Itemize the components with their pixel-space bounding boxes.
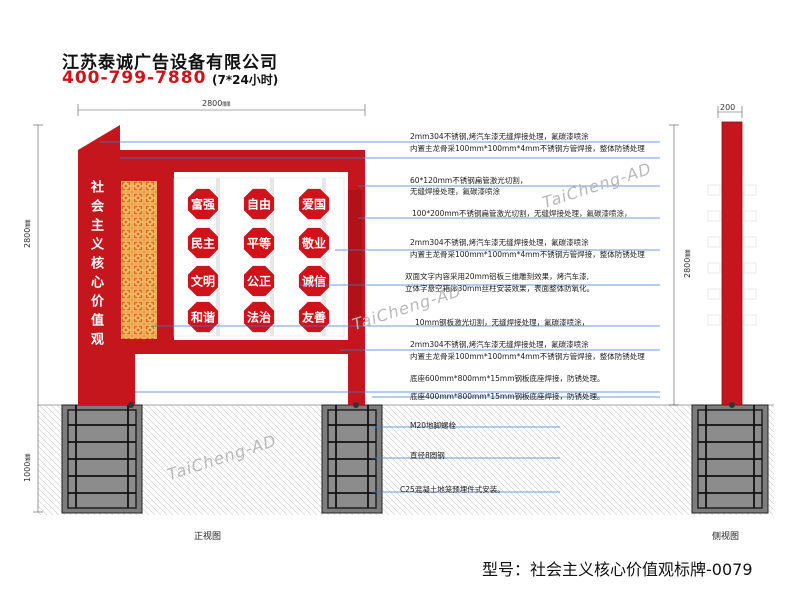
value-text: 自由	[247, 197, 271, 212]
dimension-lines	[33, 104, 743, 513]
value-badge	[242, 264, 276, 298]
annotation-17: C25混凝土地笼预埋件式安装。	[400, 485, 505, 494]
side-height-label: 2800㎜	[683, 249, 692, 278]
foundation-left	[61, 404, 143, 514]
value-badge	[186, 264, 220, 298]
value-badge	[242, 226, 276, 260]
value-text: 民主	[191, 236, 215, 251]
annotation-13: 底座600mm*800mm*15mm钢板底座焊接，防锈处理。	[410, 374, 605, 383]
side-width-label: 200	[720, 103, 736, 112]
annotation-16: 直径8圆钢	[410, 451, 445, 460]
vertical-title: 社会主义核心价值观	[88, 180, 103, 351]
lattice-panel	[119, 179, 159, 341]
annotation-6: 2mm304不锈钢,烤汽车漆无缝焊接处理，氟碳漆喷涂	[410, 238, 589, 247]
annotation-3: 60*120mm不锈钢扁管激光切割，	[410, 176, 528, 185]
hotline-number: 400-799-7880	[62, 68, 207, 88]
annotation-11: 2mm304不锈钢,烤汽车漆无缝焊接处理，氟碳漆喷涂	[410, 340, 589, 349]
annotation-8: 双面文字内容采用20mm铝板三维雕刻效果，烤汽车漆,	[405, 272, 590, 281]
value-text: 法治	[247, 310, 271, 325]
value-badge	[297, 226, 331, 260]
value-text: 文明	[191, 274, 215, 289]
top-beam	[120, 150, 365, 172]
value-badge	[186, 187, 220, 221]
annotation-9: 立体字悬空箱体30mm丝柱安装效果，表面整体防氧化。	[405, 284, 595, 293]
side-view	[707, 121, 757, 408]
annotation-14: 底座400mm*800mm*15mm钢板底座焊接，防锈处理。	[410, 392, 605, 401]
foundation-side	[691, 404, 769, 514]
value-text: 和谐	[190, 310, 215, 325]
foundation-middle	[321, 404, 383, 514]
front-height-label: 2800㎜	[23, 219, 32, 248]
value-badge	[186, 226, 220, 260]
leader-lines	[100, 141, 660, 493]
front-view-caption: 正视图	[194, 532, 222, 542]
value-text: 爱国	[302, 197, 326, 212]
annotation-10: 10mm钢板激光切割，无缝焊接处理，氟碳漆喷涂，	[415, 318, 590, 327]
annotation-4: 无缝焊接处理，氟碳漆喷涂	[410, 187, 500, 196]
annotation-7: 内置主龙骨采100mm*100mm*4mm不锈钢方管焊接，整体防锈处理	[410, 250, 645, 259]
left-column	[78, 125, 120, 405]
value-text: 富强	[191, 197, 215, 212]
value-badge	[297, 264, 331, 298]
annotation-1: 2mm304不锈钢,烤汽车漆无缝焊接处理，氟碳漆喷涂	[410, 132, 589, 141]
side-post	[721, 121, 743, 406]
value-text: 平等	[247, 236, 271, 251]
annotation-12: 内置主龙骨采100mm*100mm*4mm不锈钢方管焊接，整体防锈处理	[410, 352, 645, 361]
company-name: 江苏泰诚广告设备有限公司	[62, 53, 278, 73]
front-width-label: 2800㎜	[202, 99, 231, 108]
value-text: 敬业	[301, 236, 326, 251]
value-badge	[297, 187, 331, 221]
value-text: 友善	[301, 310, 326, 325]
annotation-5: 100*200mm不锈钢扁管激光切割，无缝焊接处理，氟碳漆喷涂，	[412, 209, 632, 218]
side-view-caption: 侧视图	[712, 532, 740, 542]
foundation-depth-label: 1000㎜	[23, 453, 32, 482]
hotline-hours: (7*24小时)	[212, 73, 279, 87]
ground-hatch	[38, 405, 774, 515]
value-badge	[297, 300, 331, 334]
value-badge	[186, 300, 220, 334]
value-text: 诚信	[302, 274, 326, 289]
annotation-2: 内置主龙骨采100mm*100mm*4mm不锈钢方管焊接，整体防锈处理	[410, 144, 645, 153]
value-text: 公正	[247, 275, 271, 289]
bottom-beam	[120, 340, 365, 354]
model-label: 型号：社会主义核心价值观标牌-0079	[482, 560, 753, 579]
annotation-15: M20地脚螺栓	[410, 421, 457, 430]
value-badge	[242, 300, 276, 334]
value-badge	[242, 187, 276, 221]
